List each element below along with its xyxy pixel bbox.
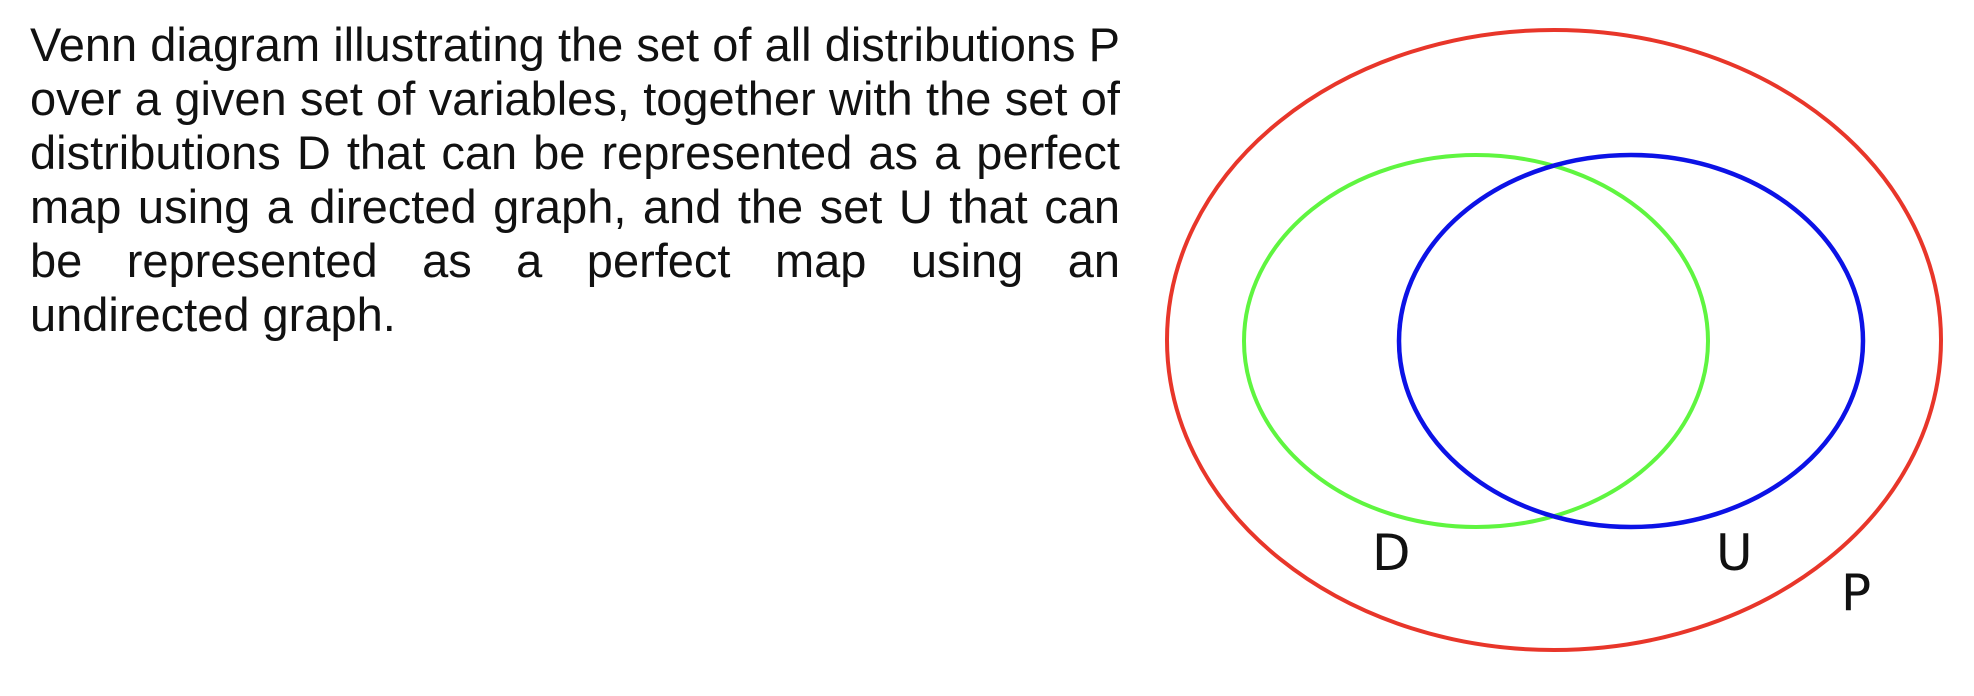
- set-u-ellipse: [1396, 152, 1866, 530]
- set-d-label: D: [1372, 524, 1411, 582]
- set-p-label: P: [1841, 564, 1871, 622]
- set-d-ellipse: [1242, 153, 1710, 529]
- figure-caption: Venn diagram illustrating the set of all…: [30, 18, 1120, 341]
- set-u-label: U: [1716, 524, 1753, 582]
- set-p-ellipse: [1165, 28, 1943, 652]
